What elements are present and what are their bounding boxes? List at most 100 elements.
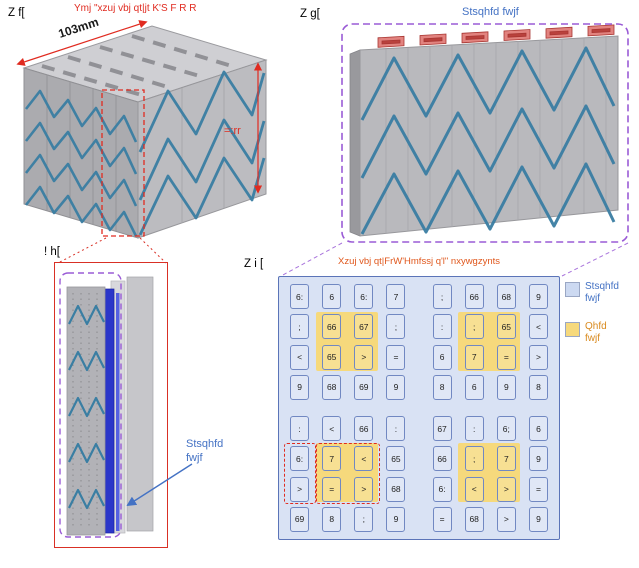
grid-cell-r6c7: 7 bbox=[496, 446, 516, 472]
legend-label-highlight: Qhfd fwjf bbox=[585, 321, 607, 344]
wls-fibers-front bbox=[24, 89, 138, 237]
layer-highlight-outline bbox=[341, 23, 629, 243]
grid-cell-r8c7: > bbox=[496, 506, 516, 532]
grid-row-gap bbox=[286, 405, 552, 411]
grid-cell-r1c7: 68 bbox=[496, 284, 516, 310]
grid-cell-r3c2: 65 bbox=[322, 344, 342, 370]
grid-cell-r7c3: > bbox=[354, 476, 374, 502]
grid-cell-r6c8: 9 bbox=[528, 446, 548, 472]
panel-d-label: Z i [ bbox=[244, 258, 264, 270]
panel-c-annotation-line1: Stsqhfd bbox=[186, 438, 224, 450]
top-face-slots bbox=[41, 34, 236, 98]
panel-a-title: Ymj "xzuj vbj qt|jt K'S F R R bbox=[74, 3, 197, 14]
grid-cell-r1c1: 6: bbox=[290, 284, 310, 310]
super-cell-highlight bbox=[458, 443, 520, 502]
grid-cell-r8c2: 8 bbox=[322, 506, 342, 532]
panel-c-annotation-line2: fwjf bbox=[186, 451, 203, 464]
slab-edge bbox=[349, 49, 361, 237]
panel-d-title: Xzuj vbj qt|FrW'Hmfssj q'l" nxywgzynts bbox=[337, 256, 501, 267]
grid-cell-r8c4: 9 bbox=[386, 506, 406, 532]
grid-column-gap bbox=[415, 507, 424, 532]
grid-cell-r1c3: 6: bbox=[354, 284, 374, 310]
legend-item-normal: Stsqhfd fwjf bbox=[565, 281, 639, 305]
grid-cell-r3c8: > bbox=[528, 344, 548, 370]
absorber-plate-back bbox=[126, 276, 154, 532]
grid-cell-r5c7: 6; bbox=[496, 416, 516, 442]
grid-cell-r7c8: = bbox=[528, 476, 548, 502]
super-cell-highlight bbox=[316, 443, 378, 502]
grid-column-gap bbox=[415, 477, 424, 502]
grid-column-gap bbox=[415, 375, 424, 400]
grid-cell-r3c1: < bbox=[290, 344, 310, 370]
grid-cell-r4c5: 8 bbox=[432, 374, 452, 400]
height-dimension-text: =:rr bbox=[224, 125, 241, 137]
region-of-interest-outline bbox=[101, 89, 145, 237]
grid-cell-r5c2: < bbox=[322, 416, 342, 442]
selected-cells-outline bbox=[316, 443, 380, 504]
panel-a-label: Z f[ bbox=[8, 7, 25, 19]
grid-cell-r8c8: 9 bbox=[528, 506, 548, 532]
grid-cell-r4c1: 9 bbox=[290, 374, 310, 400]
grid-cell-r6c1: 6: bbox=[290, 446, 310, 472]
grid-cell-r5c6: : bbox=[464, 416, 484, 442]
perforation-holes bbox=[72, 293, 98, 529]
grid-cell-r1c5: ; bbox=[432, 284, 452, 310]
grid-cell-r4c6: 6 bbox=[464, 374, 484, 400]
grid-cell-r8c3: ; bbox=[354, 506, 374, 532]
grid-cell-r2c8: < bbox=[528, 314, 548, 340]
grid-cell-r5c3: 66 bbox=[354, 416, 374, 442]
grid-cell-r3c5: 6 bbox=[432, 344, 452, 370]
grid-cell-r7c2: = bbox=[322, 476, 342, 502]
legend-swatch-yellow bbox=[565, 322, 580, 337]
grid-cell-r2c5: : bbox=[432, 314, 452, 340]
grid-column-gap bbox=[415, 314, 424, 339]
grid-cell-r4c8: 8 bbox=[528, 374, 548, 400]
grid-cell-r5c1: : bbox=[290, 416, 310, 442]
grid-cell-r2c2: 66 bbox=[322, 314, 342, 340]
grid-cell-r8c1: 69 bbox=[290, 506, 310, 532]
legend-label-normal: Stsqhfd fwjf bbox=[585, 281, 619, 304]
grid-cell-r2c4: ; bbox=[386, 314, 406, 340]
grid-cell-r8c5: = bbox=[432, 506, 452, 532]
grid-cell-r3c6: 7 bbox=[464, 344, 484, 370]
grid-cell-r3c7: = bbox=[496, 344, 516, 370]
grid-cell-r7c4: 68 bbox=[386, 476, 406, 502]
legend-swatch-blue bbox=[565, 282, 580, 297]
grid-cell-r1c6: 66 bbox=[464, 284, 484, 310]
grid-cell-r7c5: 6: bbox=[432, 476, 452, 502]
grid-cell-r4c3: 69 bbox=[354, 374, 374, 400]
grid-cell-r6c4: 65 bbox=[386, 446, 406, 472]
panel-b-annotation: Stsqhfd fwjf bbox=[462, 6, 519, 18]
grid-cell-r3c3: > bbox=[354, 344, 374, 370]
grid-cell-r8c6: 68 bbox=[464, 506, 484, 532]
width-dimension-arrow bbox=[16, 20, 148, 66]
grid-cell-r1c4: 7 bbox=[386, 284, 406, 310]
grid-column-gap bbox=[415, 446, 424, 471]
grid-cell-r5c4: : bbox=[386, 416, 406, 442]
slab-face bbox=[359, 35, 619, 237]
single-layer-render bbox=[341, 23, 629, 243]
super-cell-highlight bbox=[458, 312, 520, 371]
panel-c-annotation: Stsqhfd fwjf bbox=[186, 438, 256, 466]
grid-column-gap bbox=[415, 345, 424, 370]
grid-cell-r2c3: 67 bbox=[354, 314, 374, 340]
selected-cells-outline bbox=[284, 443, 316, 504]
grid-cell-r7c7: > bbox=[496, 476, 516, 502]
blue-bar-thin bbox=[116, 293, 120, 531]
panel-c-label: ! h[ bbox=[44, 246, 60, 258]
grid-cell-r1c2: 6 bbox=[322, 284, 342, 310]
grid-cell-r6c2: 7 bbox=[322, 446, 342, 472]
legend-item-highlight: Qhfd fwjf bbox=[565, 321, 639, 345]
grid-cell-r7c1: > bbox=[290, 476, 310, 502]
grid-cell-r4c2: 68 bbox=[322, 374, 342, 400]
grid-column-gap bbox=[415, 284, 424, 309]
wls-fibers-layer bbox=[360, 46, 616, 235]
grid-cell-r2c7: 65 bbox=[496, 314, 516, 340]
grid-cell-r3c4: = bbox=[386, 344, 406, 370]
grid-cell-r4c7: 9 bbox=[496, 374, 516, 400]
grid-cell-r5c8: 6 bbox=[528, 416, 548, 442]
super-cell-highlight bbox=[316, 312, 378, 371]
tower-detail-render bbox=[59, 272, 154, 538]
